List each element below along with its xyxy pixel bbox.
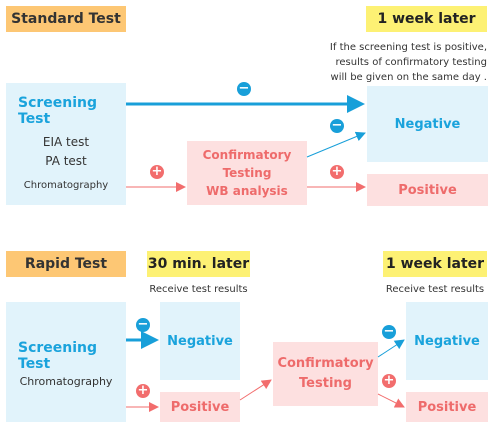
standard-negative-label: Negative bbox=[394, 116, 461, 132]
standard-method-eia: EIA test bbox=[42, 135, 90, 149]
rapid-arrow-confirm-positive bbox=[377, 393, 405, 408]
rapid-plus-icon-2: + bbox=[382, 373, 396, 388]
rapid-confirmatory-box: Confirmatory Testing bbox=[273, 342, 378, 406]
standard-test-header-label: Standard Test bbox=[11, 11, 121, 27]
rapid-arrow-confirm-negative bbox=[377, 339, 405, 358]
standard-screening-box: Screening Test EIA test PA test Chromato… bbox=[6, 83, 126, 205]
standard-method-chromatography: Chromatography bbox=[23, 180, 109, 191]
rapid-screening-box: Screening Test Chromatography bbox=[6, 302, 126, 422]
standard-note-line-2: results of confirmatory testing bbox=[335, 57, 487, 68]
rapid-arrow-to-confirm bbox=[239, 379, 272, 401]
standard-screening-title: Screening Test bbox=[18, 95, 98, 127]
rapid-test-header: Rapid Test bbox=[6, 251, 126, 277]
standard-plus-icon-2: + bbox=[330, 164, 344, 179]
standard-positive-label: Positive bbox=[398, 182, 457, 198]
rapid-screening-title: Screening Test bbox=[18, 340, 98, 372]
rapid-confirm-line-1: Confirmatory bbox=[277, 356, 374, 371]
rapid-negative-box-1: Negative bbox=[160, 302, 240, 380]
rapid-receive-1: Receive test results bbox=[149, 284, 248, 295]
rapid-negative-label-1: Negative bbox=[167, 333, 233, 349]
rapid-minus-icon-1: − bbox=[136, 317, 150, 332]
rapid-test-header-label: Rapid Test bbox=[24, 256, 108, 272]
rapid-plus-icon-1: + bbox=[136, 383, 150, 398]
standard-note-line-1: If the screening test is positive, bbox=[329, 42, 487, 53]
rapid-later-label-1: 30 min. later bbox=[147, 256, 250, 272]
standard-confirm-line-3: WB analysis bbox=[206, 184, 288, 198]
rapid-later-label-2: 1 week later bbox=[385, 256, 485, 272]
standard-confirm-line-2: Testing bbox=[222, 166, 272, 180]
rapid-confirm-line-2: Testing bbox=[299, 376, 352, 391]
standard-method-pa: PA test bbox=[45, 154, 87, 168]
rapid-minus-icon-2: − bbox=[382, 324, 396, 339]
rapid-positive-label-1: Positive bbox=[170, 399, 230, 415]
rapid-receive-2: Receive test results bbox=[385, 284, 485, 295]
standard-confirmatory-box: Confirmatory Testing WB analysis bbox=[187, 141, 307, 205]
standard-later-badge: 1 week later bbox=[366, 6, 487, 32]
standard-note: If the screening test is positive, resul… bbox=[330, 40, 487, 85]
rapid-later-badge-2: 1 week later bbox=[383, 251, 487, 277]
standard-plus-icon-1: + bbox=[150, 164, 164, 179]
standard-note-line-3: will be given on the same day . bbox=[330, 72, 487, 83]
standard-arrow-confirm-negative bbox=[306, 131, 366, 158]
standard-minus-icon-2: − bbox=[330, 118, 344, 133]
standard-test-header: Standard Test bbox=[6, 6, 126, 32]
standard-positive-box: Positive bbox=[367, 174, 488, 206]
standard-confirm-line-1: Confirmatory bbox=[202, 148, 292, 162]
rapid-positive-box-2: Positive bbox=[406, 392, 488, 422]
rapid-method-chromatography: Chromatography bbox=[19, 375, 113, 388]
standard-negative-box: Negative bbox=[367, 86, 488, 162]
rapid-positive-box-1: Positive bbox=[160, 392, 240, 422]
rapid-negative-label-2: Negative bbox=[414, 333, 480, 349]
rapid-negative-box-2: Negative bbox=[406, 302, 488, 380]
standard-minus-icon: − bbox=[237, 81, 251, 96]
standard-later-label: 1 week later bbox=[377, 11, 476, 27]
rapid-later-badge-1: 30 min. later bbox=[147, 251, 250, 277]
rapid-positive-label-2: Positive bbox=[417, 399, 477, 415]
